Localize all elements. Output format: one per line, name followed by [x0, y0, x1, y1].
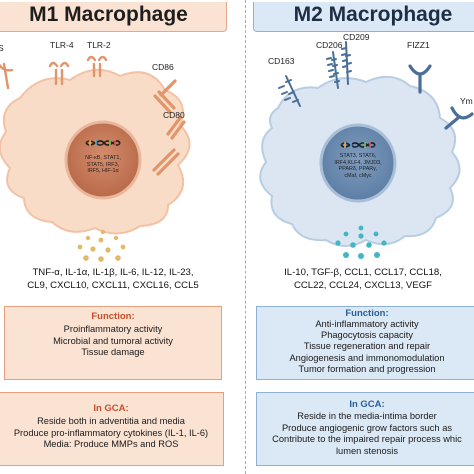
ym-label: Ym: [460, 96, 473, 106]
m1-function-title: Function:: [91, 311, 135, 322]
m2-function-item: Angiogenesis and immonomodulation: [289, 352, 445, 363]
m2-dna-icon: [340, 142, 376, 148]
cd209-label: CD209: [343, 32, 370, 42]
panel-divider: [245, 0, 246, 474]
tlr2-label: TLR-2: [87, 40, 111, 50]
m1-nucleus-line: STAT5, IRF3,: [86, 161, 120, 168]
m1-dna-icon: [85, 140, 121, 146]
m2-cytokine-list: IL-10, TGF-β, CCL1, CCL17, CCL18, CCL22,…: [253, 266, 473, 292]
m1-gca-item: Reside both in adventitia and media: [37, 416, 185, 426]
tlr2-receptor-icon: [86, 55, 108, 78]
m2-nucleus: [319, 123, 397, 203]
m2-function-item: Phagocytosis capacity: [321, 330, 413, 341]
m2-cytokine-line: IL-10, TGF-β, CCL1, CCL17, CCL18,: [284, 267, 442, 278]
m1-nucleus: [64, 120, 142, 200]
tlr4-receptor-icon: [48, 61, 70, 86]
m1-gca-title: In GCA:: [93, 403, 129, 414]
m2-function-item: Tissue regeneration and repair: [303, 341, 431, 352]
m1-nucleus-line: NF-κB, STAT1,: [85, 155, 121, 161]
m1-cytokine-line: TNF-α, IL-1α, IL-1β, IL-6, IL-12, IL-23,: [32, 267, 194, 278]
m2-gca-box: In GCA: Reside in the media-intima borde…: [256, 392, 474, 466]
m2-nucleus-line: STAT3, STAT6,: [339, 153, 377, 159]
m1-receptor-label-s: S: [0, 43, 4, 53]
m2-gca-item: Produce angiogenic grow factors such as: [281, 422, 453, 433]
cd206-label: CD206: [316, 40, 343, 50]
m1-title: M1 Macrophage: [0, 2, 227, 32]
fizz1-label: FIZZ1: [407, 40, 430, 50]
m1-function-item: Microbial and tumoral activity: [53, 335, 173, 346]
m2-nucleus-factors: STAT3, STAT6, IRF4,KLF4, JMJD3, PPARδ, P…: [326, 153, 390, 179]
m1-gca-item: Media: Produce MMPs and ROS: [43, 439, 179, 449]
fizz1-receptor-icon: [408, 64, 432, 94]
m2-nucleus-line: IRF4,KLF4, JMJD3,: [334, 159, 382, 166]
m2-function-item: Tumor formation and progression: [298, 363, 436, 374]
m2-gca-item: Contribute to the impaired repair proces…: [272, 434, 462, 444]
m2-function-title: Function:: [345, 308, 389, 319]
cd86-label: CD86: [152, 62, 174, 72]
cd86-receptor-icon: [153, 79, 177, 114]
m2-gca-title: In GCA:: [349, 399, 385, 410]
ym-receptor-icon: [444, 106, 474, 130]
m1-function-item: Proinflammatory activity: [63, 324, 163, 334]
m2-function-box: Function: Anti-inflammatory activity Pha…: [256, 306, 474, 380]
m2-gca-item: lumen stenosis: [335, 445, 398, 456]
tlr4-label: TLR-4: [50, 40, 74, 50]
m2-cytokine-dots: [335, 225, 387, 259]
m2-function-item: Anti-inflammatory activity: [315, 319, 419, 329]
m2-nucleus-line: PPARδ, PPARγ,: [338, 166, 378, 173]
m2-gca-item: Reside in the media-intima border: [297, 411, 437, 421]
m1-cytokine-list: TNF-α, IL-1α, IL-1β, IL-6, IL-12, IL-23,…: [0, 266, 238, 292]
cd80-label: CD80: [163, 110, 185, 120]
cd80-receptor-icon: [152, 116, 186, 176]
m1-nucleus-line: IRF5, HIF-1α: [87, 168, 119, 175]
cd163-label: CD163: [268, 56, 295, 66]
m1-cytokine-line: CL9, CXCL10, CXCL11, CXCL16, CCL5: [27, 280, 199, 291]
m1-function-box: Function: Proinflammatory activity Micro…: [4, 306, 222, 380]
m1-gca-box: In GCA: Reside both in adventitia and me…: [0, 392, 224, 466]
m1-gca-item: Produce pro-inflammatory cytokines (IL-1…: [13, 427, 209, 438]
m1-function-item: Tissue damage: [81, 347, 145, 357]
m2-cytokine-line: CCL22, CCL24, CXCL13, VEGF: [293, 280, 433, 291]
cd163-receptor-icon: [278, 75, 301, 107]
m2-title: M2 Macrophage: [253, 2, 474, 32]
cd209-receptor-icon: [341, 41, 352, 85]
m1-nucleus-factors: NF-κB, STAT1, STAT5, IRF3, IRF5, HIF-1α: [73, 155, 133, 175]
m2-nucleus-line: cMaf, cMyc: [344, 172, 372, 179]
m1-cytokine-dots: [77, 229, 126, 262]
m1-receptor-s-icon: [0, 62, 14, 90]
cd206-receptor-icon: [326, 51, 340, 89]
